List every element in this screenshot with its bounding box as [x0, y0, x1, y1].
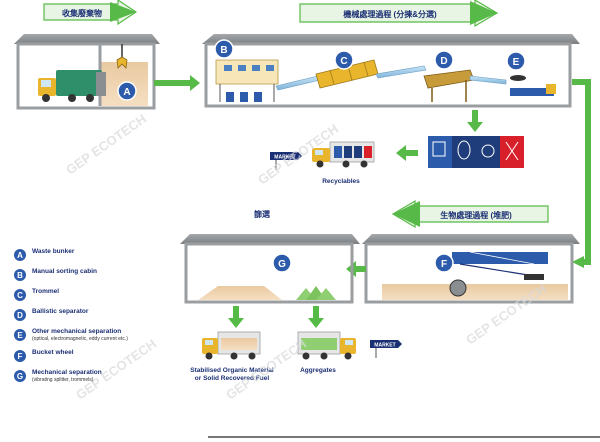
legend-item-b: B Manual sorting cabin	[14, 268, 184, 281]
bottom-divider	[208, 436, 600, 438]
legend-badge: B	[14, 269, 26, 281]
badge-c: C	[334, 50, 354, 70]
flow-arrow-f-to-g	[346, 261, 366, 277]
mechanical-separation-unit	[510, 75, 556, 96]
watermark: GEP ECOTECH	[63, 111, 149, 177]
legend-sublabel: (vibrating splitter, trommels)	[32, 377, 94, 383]
legend-badge: F	[14, 350, 26, 362]
legend-item-f: F Bucket wheel	[14, 349, 184, 362]
badge-b: B	[214, 39, 234, 59]
legend-label: Ballistic separator	[32, 308, 89, 315]
output-label-organic-line1: Stabilised Organic Material	[190, 367, 274, 374]
flow-arrow-e-to-bins	[467, 110, 483, 132]
badge-f: F	[434, 253, 454, 273]
manual-sorting-cabin	[215, 59, 279, 102]
stage-banner-collection: 收集廢棄物	[43, 0, 138, 26]
stage-label-screening-group: 篩選	[253, 209, 270, 219]
flow-arrow-a-to-b	[154, 75, 200, 91]
output-label-organic-line2: or Solid Recovered Fuel	[195, 375, 270, 382]
legend-badge: D	[14, 309, 26, 321]
legend-item-a: A Waste bunker	[14, 248, 184, 261]
legend-item-c: C Trommel	[14, 288, 184, 301]
legend-label: Bucket wheel	[32, 349, 74, 356]
svg-text:B: B	[220, 45, 227, 56]
svg-text:MARKET: MARKET	[274, 155, 295, 161]
stage-banner-mechanical: 機械處理過程 (分揀&分選)	[299, 0, 499, 28]
svg-text:D: D	[440, 56, 447, 67]
legend-label: Manual sorting cabin	[32, 268, 98, 275]
bucket-wheel-gantry	[449, 251, 548, 297]
stage-label-collection: 收集廢棄物	[62, 8, 102, 18]
stage-label-biological: 生物處理過程 (堆肥)	[440, 210, 512, 220]
flow-arrow-g-to-organic-truck	[228, 306, 244, 328]
badge-a: A	[117, 81, 137, 101]
building-biological	[362, 234, 580, 304]
badge-g: G	[272, 253, 292, 273]
legend: A Waste bunker B Manual sorting cabin C …	[14, 248, 184, 390]
legend-label: Other mechanical separation(optical, ele…	[32, 328, 128, 342]
legend-label: Mechanical separation(vibrating splitter…	[32, 369, 102, 383]
ballistic-separator	[423, 69, 475, 102]
legend-badge: E	[14, 329, 26, 341]
svg-text:C: C	[340, 56, 347, 67]
svg-text:G: G	[278, 259, 286, 270]
legend-badge: A	[14, 249, 26, 261]
flow-arrowhead-into-biological	[572, 256, 584, 268]
aggregates-truck	[297, 331, 356, 360]
recycling-bins	[428, 136, 524, 168]
output-label-aggregates: Aggregates	[300, 367, 336, 374]
legend-item-e: E Other mechanical separation(optical, e…	[14, 328, 184, 342]
flow-connector-mechanical-to-biological	[572, 79, 591, 265]
garbage-truck	[38, 70, 106, 102]
legend-sublabel: (optical, electromagnetic, eddy current …	[32, 336, 128, 342]
legend-badge: G	[14, 370, 26, 382]
stage-banner-biological: 生物處理過程 (堆肥)	[391, 199, 549, 229]
flow-arrow-bins-to-truck	[396, 145, 418, 161]
recyclables-truck	[312, 141, 375, 168]
building-waste-bunker	[14, 34, 160, 110]
legend-label: Waste bunker	[32, 248, 75, 255]
flow-arrow-g-to-aggregate-truck	[308, 306, 324, 328]
legend-item-d: D Ballistic separator	[14, 308, 184, 321]
output-label-recyclables: Recyclables	[322, 178, 360, 185]
badge-d: D	[434, 50, 454, 70]
stage-label-screening: 篩選	[253, 209, 270, 219]
organic-material-truck	[202, 331, 261, 360]
market-sign-aggregates: MARKET	[370, 340, 402, 358]
aggregate-pile	[296, 286, 336, 300]
stage-label-mechanical: 機械處理過程 (分揀&分選)	[343, 9, 437, 19]
legend-item-g: G Mechanical separation(vibrating splitt…	[14, 369, 184, 383]
building-mechanical	[202, 34, 580, 108]
svg-text:E: E	[513, 57, 520, 68]
svg-text:A: A	[123, 87, 130, 98]
building-screening	[180, 234, 360, 304]
svg-text:MARKET: MARKET	[374, 343, 395, 349]
market-sign-recyclables: MARKET	[270, 152, 302, 170]
legend-label: Trommel	[32, 288, 60, 295]
badge-e: E	[506, 51, 526, 71]
legend-badge: C	[14, 289, 26, 301]
svg-text:F: F	[441, 259, 447, 270]
